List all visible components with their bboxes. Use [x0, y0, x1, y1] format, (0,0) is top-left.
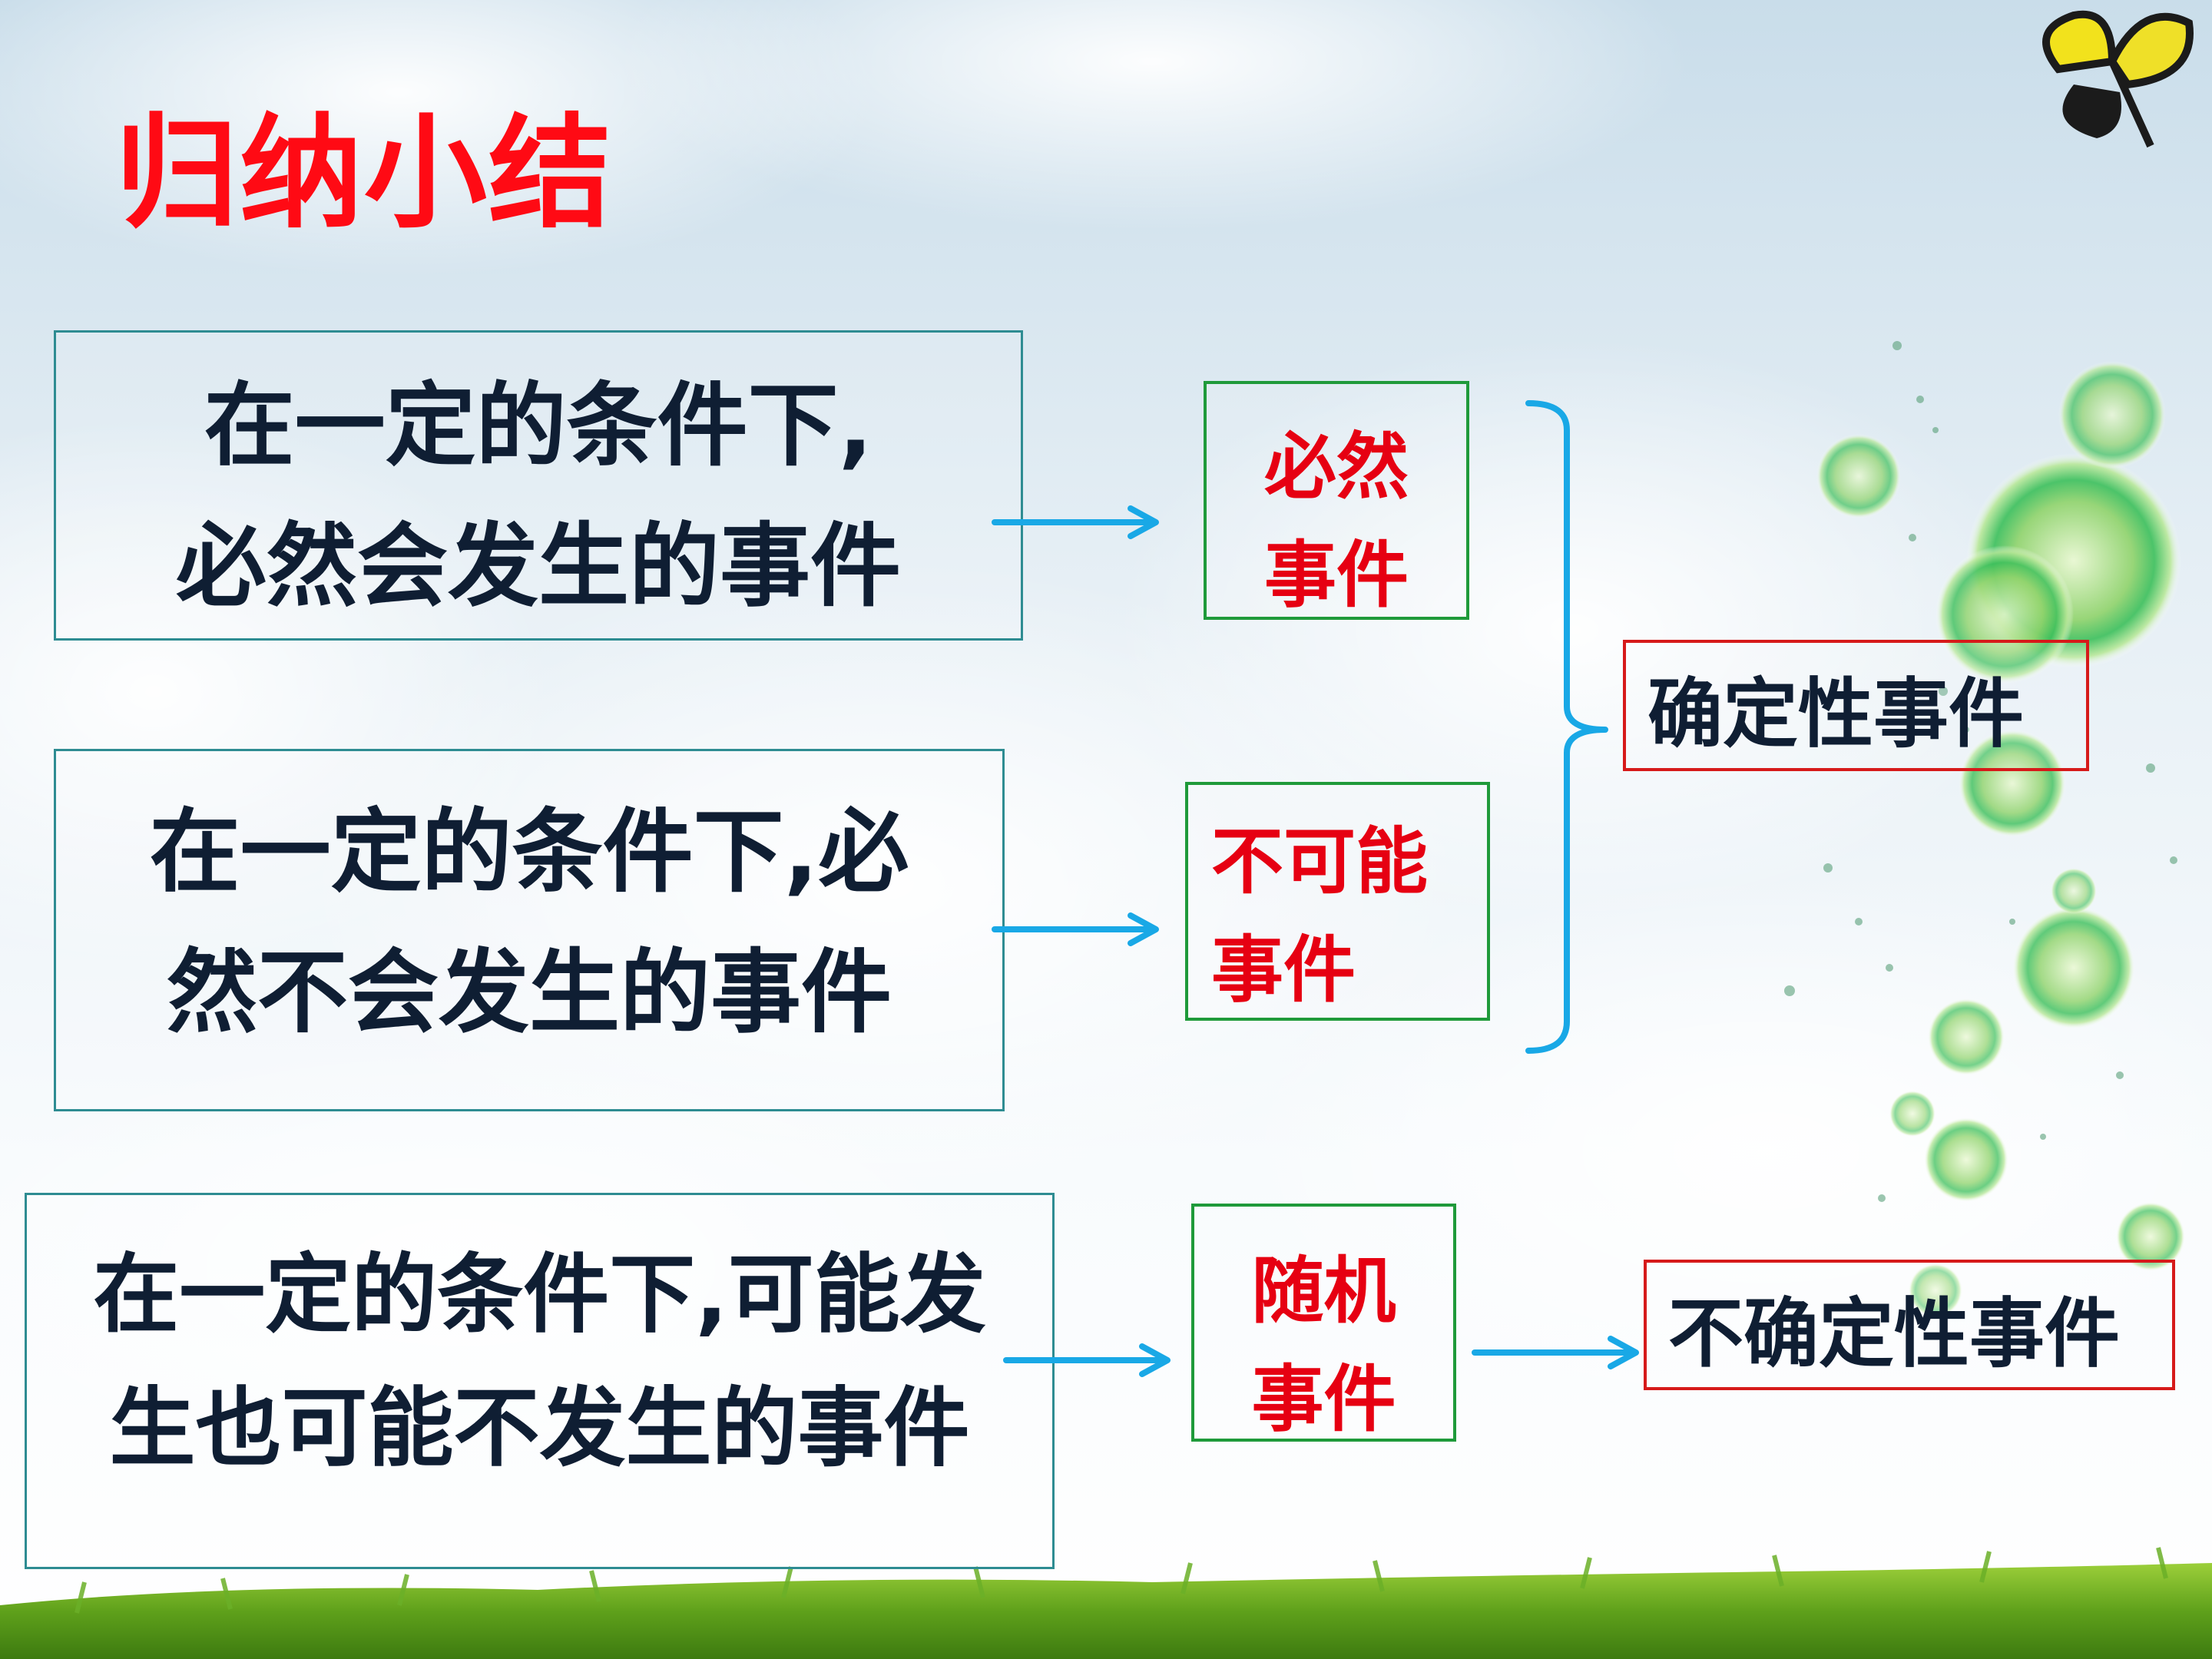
- butterfly-icon: [2042, 10, 2194, 148]
- definition-impossible-line2: 然不会发生的事件: [166, 939, 892, 1045]
- result-uncertain-label: 不确定性事件: [1668, 1290, 2121, 1378]
- definition-certain-line2: 必然会发生的事件: [175, 512, 901, 619]
- definition-impossible-line1: 在一定的条件下,必: [149, 799, 909, 905]
- category-impossible-line1: 不可能: [1211, 820, 1429, 904]
- category-impossible-line2: 事件: [1211, 929, 1356, 1012]
- category-certain-line1: 必然: [1263, 426, 1409, 509]
- result-box-certain: 确定性事件: [1623, 640, 2089, 771]
- category-random-line2: 事件: [1251, 1358, 1396, 1442]
- page-title: 归纳小结: [115, 101, 614, 245]
- result-box-uncertain: 不确定性事件: [1644, 1260, 2175, 1390]
- category-box-certain: 必然 事件: [1204, 381, 1469, 620]
- definition-box-random: 在一定的条件下,可能发 生也可能不发生的事件: [25, 1193, 1055, 1569]
- definition-box-impossible: 在一定的条件下,必 然不会发生的事件: [54, 749, 1005, 1111]
- result-certain-label: 确定性事件: [1647, 671, 2025, 758]
- definition-random-line2: 生也可能不发生的事件: [109, 1378, 970, 1479]
- category-certain-line2: 事件: [1263, 534, 1409, 618]
- category-box-impossible: 不可能 事件: [1185, 782, 1490, 1021]
- category-random-line1: 随机: [1251, 1250, 1396, 1333]
- category-box-random: 随机 事件: [1191, 1204, 1456, 1442]
- definition-certain-line1: 在一定的条件下,: [204, 373, 873, 478]
- definition-box-certain: 在一定的条件下, 必然会发生的事件: [54, 330, 1023, 641]
- definition-random-line1: 在一定的条件下,可能发: [93, 1245, 986, 1345]
